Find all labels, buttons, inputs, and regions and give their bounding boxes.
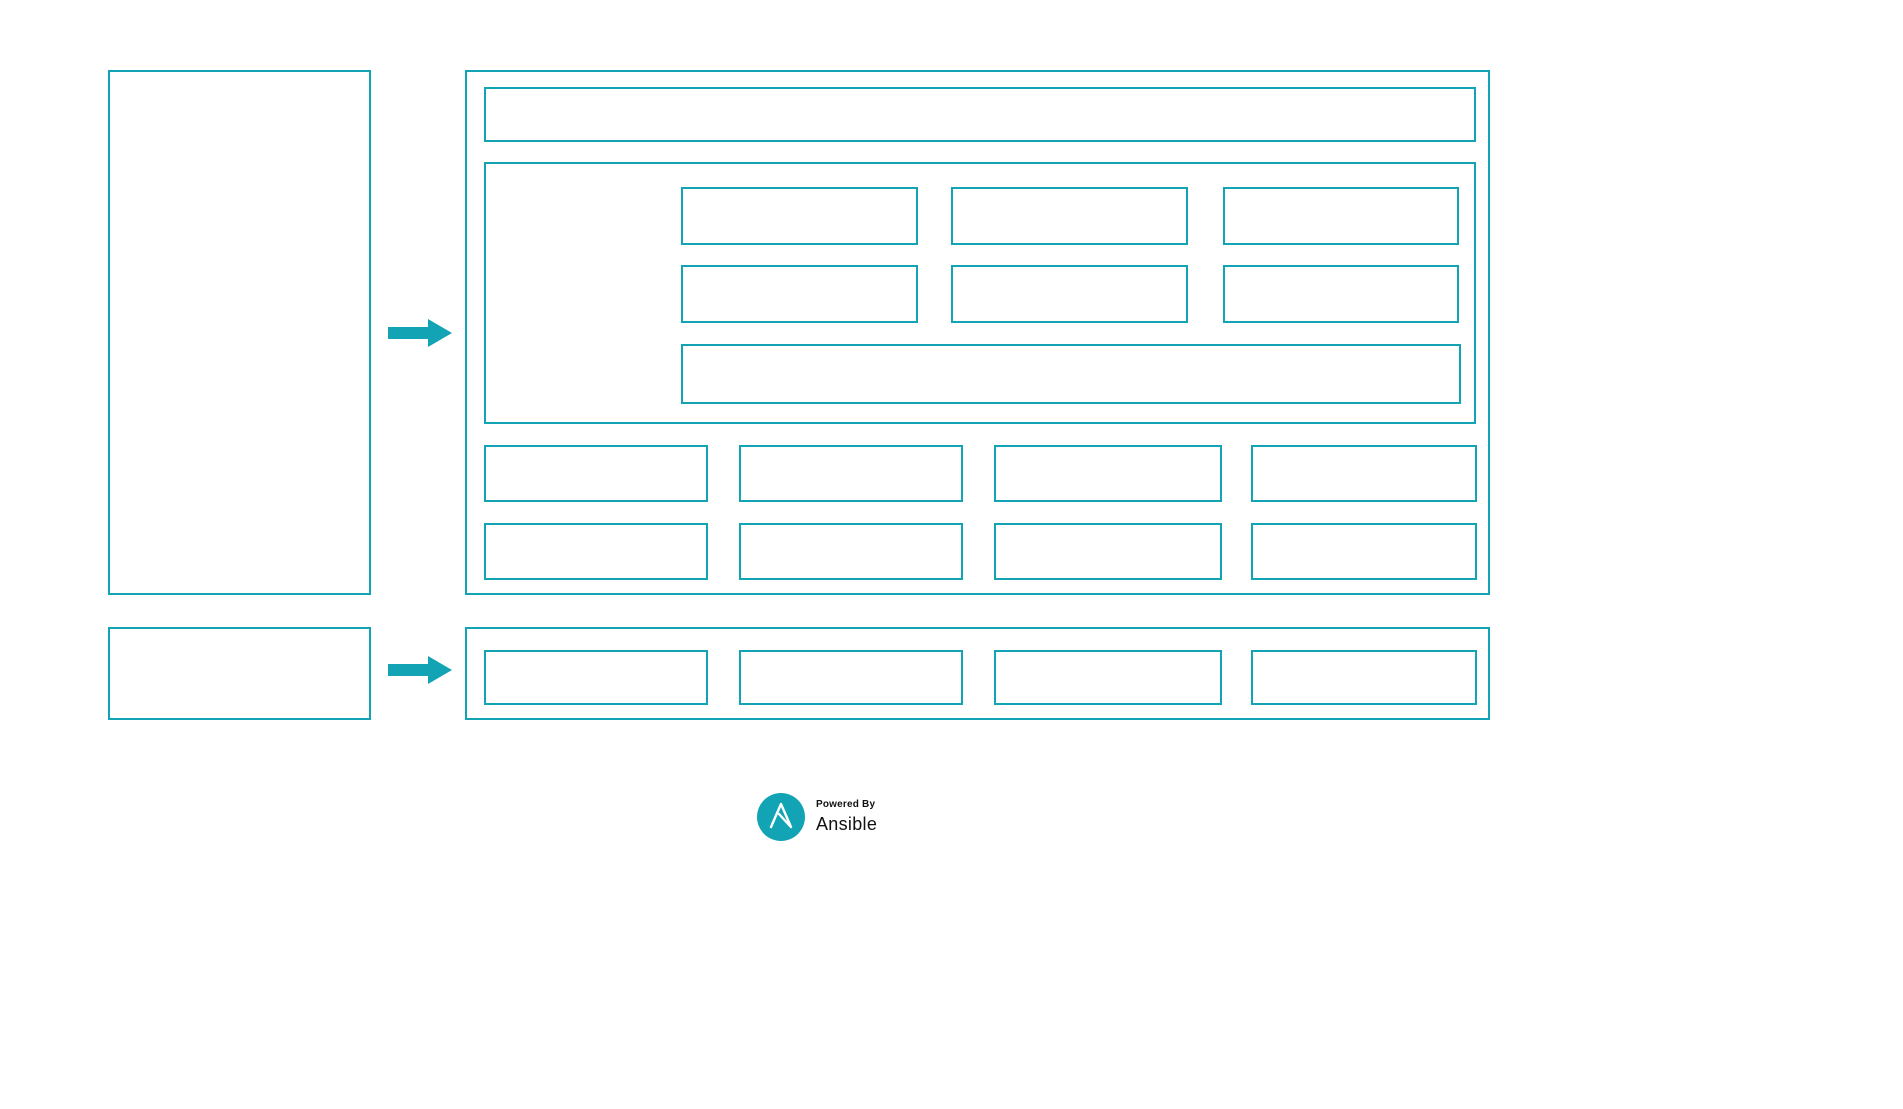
powered-by-ansible-badge: Powered By Ansible [757,793,877,841]
lower-row-box2 [739,650,963,705]
inner-box-row2-col1 [681,265,918,323]
lower-row-box3 [994,650,1222,705]
lower-container-box [465,627,1490,720]
left-tall-box [108,70,371,595]
inner-box-row2-col2 [951,265,1188,323]
left-lower-box [108,627,371,720]
main-row3-box1 [484,445,708,502]
main-row4-box1 [484,523,708,580]
inner-box-row1-col1 [681,187,918,245]
inner-box-row1-col3 [1223,187,1459,245]
inner-group-box [484,162,1476,424]
main-container-box [465,70,1490,595]
powered-by-label: Powered By [816,799,876,810]
ansible-logo-text: Powered By Ansible [816,799,877,835]
main-row4-box2 [739,523,963,580]
main-header-box [484,87,1476,142]
main-row3-box2 [739,445,963,502]
ansible-logo-icon [757,793,805,841]
inner-wide-box [681,344,1461,404]
inner-box-row1-col2 [951,187,1188,245]
main-row4-box4 [1251,523,1477,580]
brand-name-label: Ansible [816,814,878,834]
lower-row-box4 [1251,650,1477,705]
inner-box-row2-col3 [1223,265,1459,323]
lower-row-box1 [484,650,708,705]
main-row4-box3 [994,523,1222,580]
main-row3-box4 [1251,445,1477,502]
arrow-right-icon [388,656,452,684]
arrow-right-icon [388,319,452,347]
main-row3-box3 [994,445,1222,502]
